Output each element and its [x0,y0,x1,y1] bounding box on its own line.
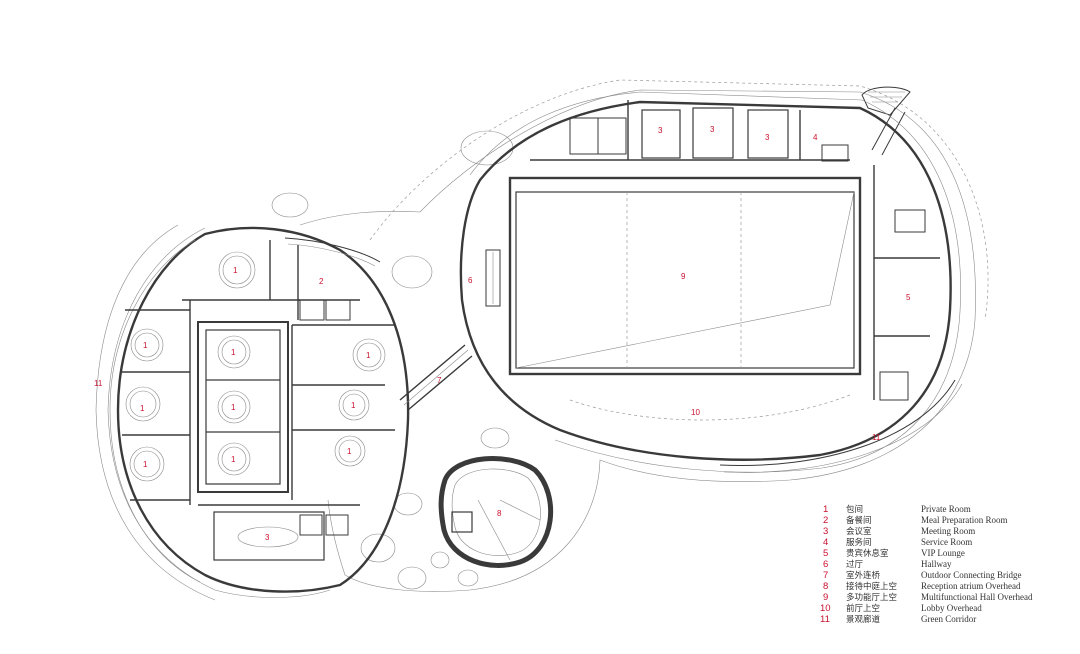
svg-text:9: 9 [823,592,828,603]
svg-text:景观廊道: 景观廊道 [846,614,881,625]
plan-label: 1 [233,266,238,275]
legend-item: 6 过厅 Hallway [823,559,952,570]
svg-text:过厅: 过厅 [846,559,864,570]
left-building [109,226,410,593]
svg-text:11: 11 [820,614,830,625]
plan-label: 5 [906,293,911,302]
svg-text:接待中庭上空: 接待中庭上空 [846,581,897,592]
svg-text:Outdoor Connecting Bridge: Outdoor Connecting Bridge [921,570,1022,580]
legend-item: 7 室外连桥 Outdoor Connecting Bridge [823,570,1022,581]
svg-text:5: 5 [823,548,828,559]
svg-text:Multifunctional Hall Overhead: Multifunctional Hall Overhead [921,592,1033,602]
plan-label: 1 [366,351,371,360]
plan-label: 3 [658,126,663,135]
plan-label: 1 [231,455,236,464]
svg-text:Reception atrium Overhead: Reception atrium Overhead [921,581,1021,591]
legend: 1 包间 Private Room 2 备餐间 Meal Preparation… [820,504,1033,625]
legend-item: 11 景观廊道 Green Corridor [820,614,976,625]
svg-text:贵宾休息室: 贵宾休息室 [846,548,889,559]
svg-text:多功能厅上空: 多功能厅上空 [846,592,897,603]
svg-text:4: 4 [823,537,828,548]
svg-text:2: 2 [823,515,828,526]
svg-text:8: 8 [823,581,828,592]
legend-item: 9 多功能厅上空 Multifunctional Hall Overhead [823,592,1033,603]
plan-label: 1 [347,447,352,456]
svg-text:Service Room: Service Room [921,537,972,547]
legend-item: 2 备餐间 Meal Preparation Room [823,515,1007,526]
plan-label: 6 [468,276,473,285]
room-labels: 1 1 1 1 1 1 1 1 1 1 2 3 3 3 3 4 5 6 7 8 … [94,125,911,542]
plan-label: 2 [319,277,324,286]
svg-text:1: 1 [823,504,828,515]
plan-label: 1 [143,460,148,469]
svg-text:Lobby Overhead: Lobby Overhead [921,603,982,613]
svg-text:3: 3 [823,526,828,537]
plan-label: 3 [765,133,770,142]
legend-item: 1 包间 Private Room [823,504,971,515]
legend-item: 10 前厅上空 Lobby Overhead [820,603,982,614]
legend-item: 8 接待中庭上空 Reception atrium Overhead [823,581,1021,592]
plan-label: 11 [872,433,881,442]
svg-text:VIP Lounge: VIP Lounge [921,548,965,558]
plan-label: 7 [437,376,442,385]
plan-label: 1 [231,403,236,412]
plan-label: 1 [143,341,148,350]
legend-item: 4 服务间 Service Room [823,537,972,548]
connecting-bridge [399,344,473,411]
plan-label: 1 [351,401,356,410]
plan-label: 1 [140,404,145,413]
svg-text:Hallway: Hallway [921,559,952,569]
svg-text:10: 10 [820,603,831,614]
svg-text:Meal Preparation Room: Meal Preparation Room [921,515,1007,525]
svg-text:7: 7 [823,570,828,581]
plan-label: 3 [710,125,715,134]
svg-text:备餐间: 备餐间 [846,515,872,526]
svg-text:6: 6 [823,559,828,570]
plan-label: 1 [231,348,236,357]
svg-text:服务间: 服务间 [846,537,872,548]
svg-text:包间: 包间 [846,504,863,515]
legend-item: 3 会议室 Meeting Room [823,526,975,537]
legend-item: 5 贵宾休息室 VIP Lounge [823,548,965,559]
right-building [459,91,963,473]
svg-text:Green Corridor: Green Corridor [921,614,976,624]
svg-text:Private Room: Private Room [921,504,971,514]
plan-label: 3 [265,533,270,542]
plan-label: 10 [691,408,700,417]
svg-text:前厅上空: 前厅上空 [846,603,880,614]
plan-label: 8 [497,509,502,518]
svg-text:室外连桥: 室外连桥 [846,570,881,581]
plan-label: 4 [813,133,818,142]
svg-text:Meeting Room: Meeting Room [921,526,975,536]
plan-label: 9 [681,272,686,281]
plan-label: 11 [94,379,103,388]
reception-atrium [438,456,554,568]
svg-text:会议室: 会议室 [846,526,872,537]
